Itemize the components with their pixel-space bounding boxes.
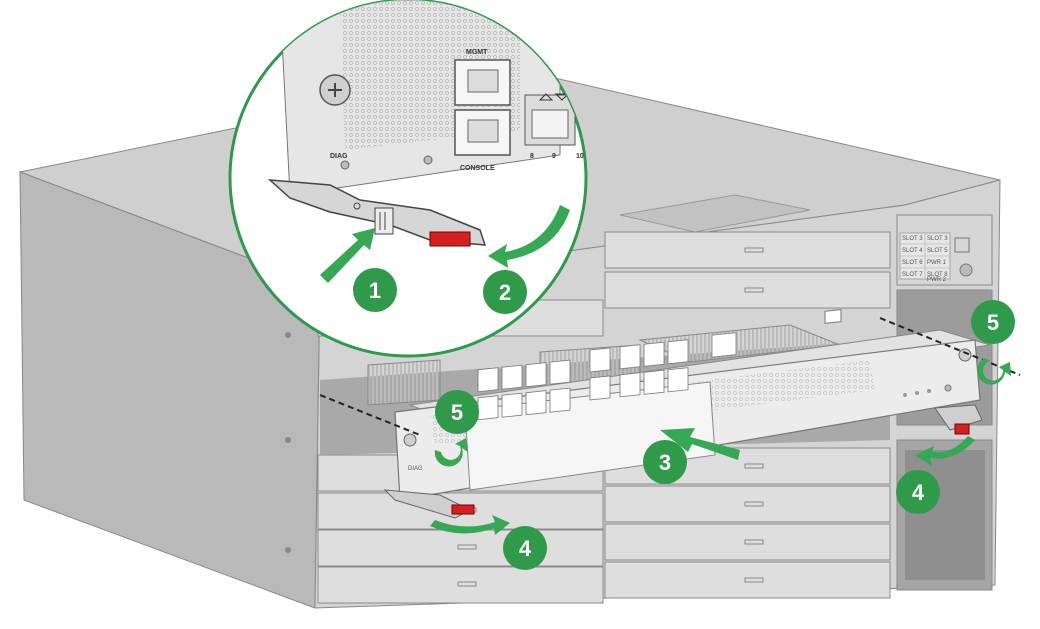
svg-text:5: 5 xyxy=(451,400,463,425)
step-5a-badge: 5 xyxy=(435,390,479,434)
alignment-line-left xyxy=(319,394,421,436)
svg-text:4: 4 xyxy=(912,480,925,505)
zoom-rotate-arrow xyxy=(488,205,570,268)
mgmt-label: MGMT xyxy=(466,49,488,56)
latch-red-right xyxy=(954,423,970,435)
svg-text:4: 4 xyxy=(519,536,532,561)
ejector-lever-left xyxy=(383,489,475,519)
step-2-badge: 2 xyxy=(483,270,527,314)
rotate-arrow-4a xyxy=(430,515,510,535)
slot-labels: SLOT 3 SLOT 3 SLOT 4 SLOT 5 SLOT 6 PWR 1… xyxy=(902,236,948,283)
step-badges: 1 2 3 4 4 5 5 xyxy=(353,268,1015,570)
slot-label-4: SLOT 5 xyxy=(927,248,948,254)
zoom-callout: MGMT CONSOLE DIAG 8 9 10 xyxy=(228,0,588,358)
rotate-arrow-4b xyxy=(915,436,975,466)
slot-label-5: SLOT 6 xyxy=(902,260,923,266)
step-4b-badge: 4 xyxy=(896,470,940,514)
step-1-badge: 1 xyxy=(353,268,397,312)
step-5b-badge: 5 xyxy=(971,300,1015,344)
screw-arrow-5b xyxy=(977,358,1011,385)
svg-text:5: 5 xyxy=(987,310,999,335)
slot-label-3: SLOT 4 xyxy=(902,248,923,254)
latch-red-left xyxy=(451,504,475,515)
slot-label-2: SLOT 3 xyxy=(927,236,948,242)
interface-module: DIAG xyxy=(394,309,991,501)
zoom-latch-red xyxy=(429,231,471,247)
svg-text:1: 1 xyxy=(369,278,381,303)
console-label: CONSOLE xyxy=(460,165,495,172)
slot-label-8: SLOT 8 xyxy=(927,272,948,278)
port-9-label: 9 xyxy=(552,153,556,160)
green-arrows xyxy=(430,358,1011,535)
svg-text:2: 2 xyxy=(499,280,511,305)
push-arrow xyxy=(660,428,740,460)
module-diag-label: DIAG xyxy=(408,466,423,472)
port-8-label: 8 xyxy=(530,153,534,160)
step-4a-badge: 4 xyxy=(503,526,547,570)
svg-text:3: 3 xyxy=(659,450,671,475)
slot-label-1: SLOT 3 xyxy=(902,236,923,242)
slot-label-9: PWR 2 xyxy=(927,277,947,283)
slot-label-6: PWR 1 xyxy=(927,260,947,266)
zoom-push-arrow xyxy=(320,228,375,283)
step-3-badge: 3 xyxy=(643,440,687,484)
port-10-label: 10 xyxy=(576,153,584,160)
alignment-line-right xyxy=(879,317,1021,376)
slot-label-7: SLOT 7 xyxy=(902,272,923,278)
diag-label: DIAG xyxy=(330,153,348,160)
ejector-lever-right xyxy=(934,404,983,435)
screw-arrow-5a xyxy=(434,438,468,467)
